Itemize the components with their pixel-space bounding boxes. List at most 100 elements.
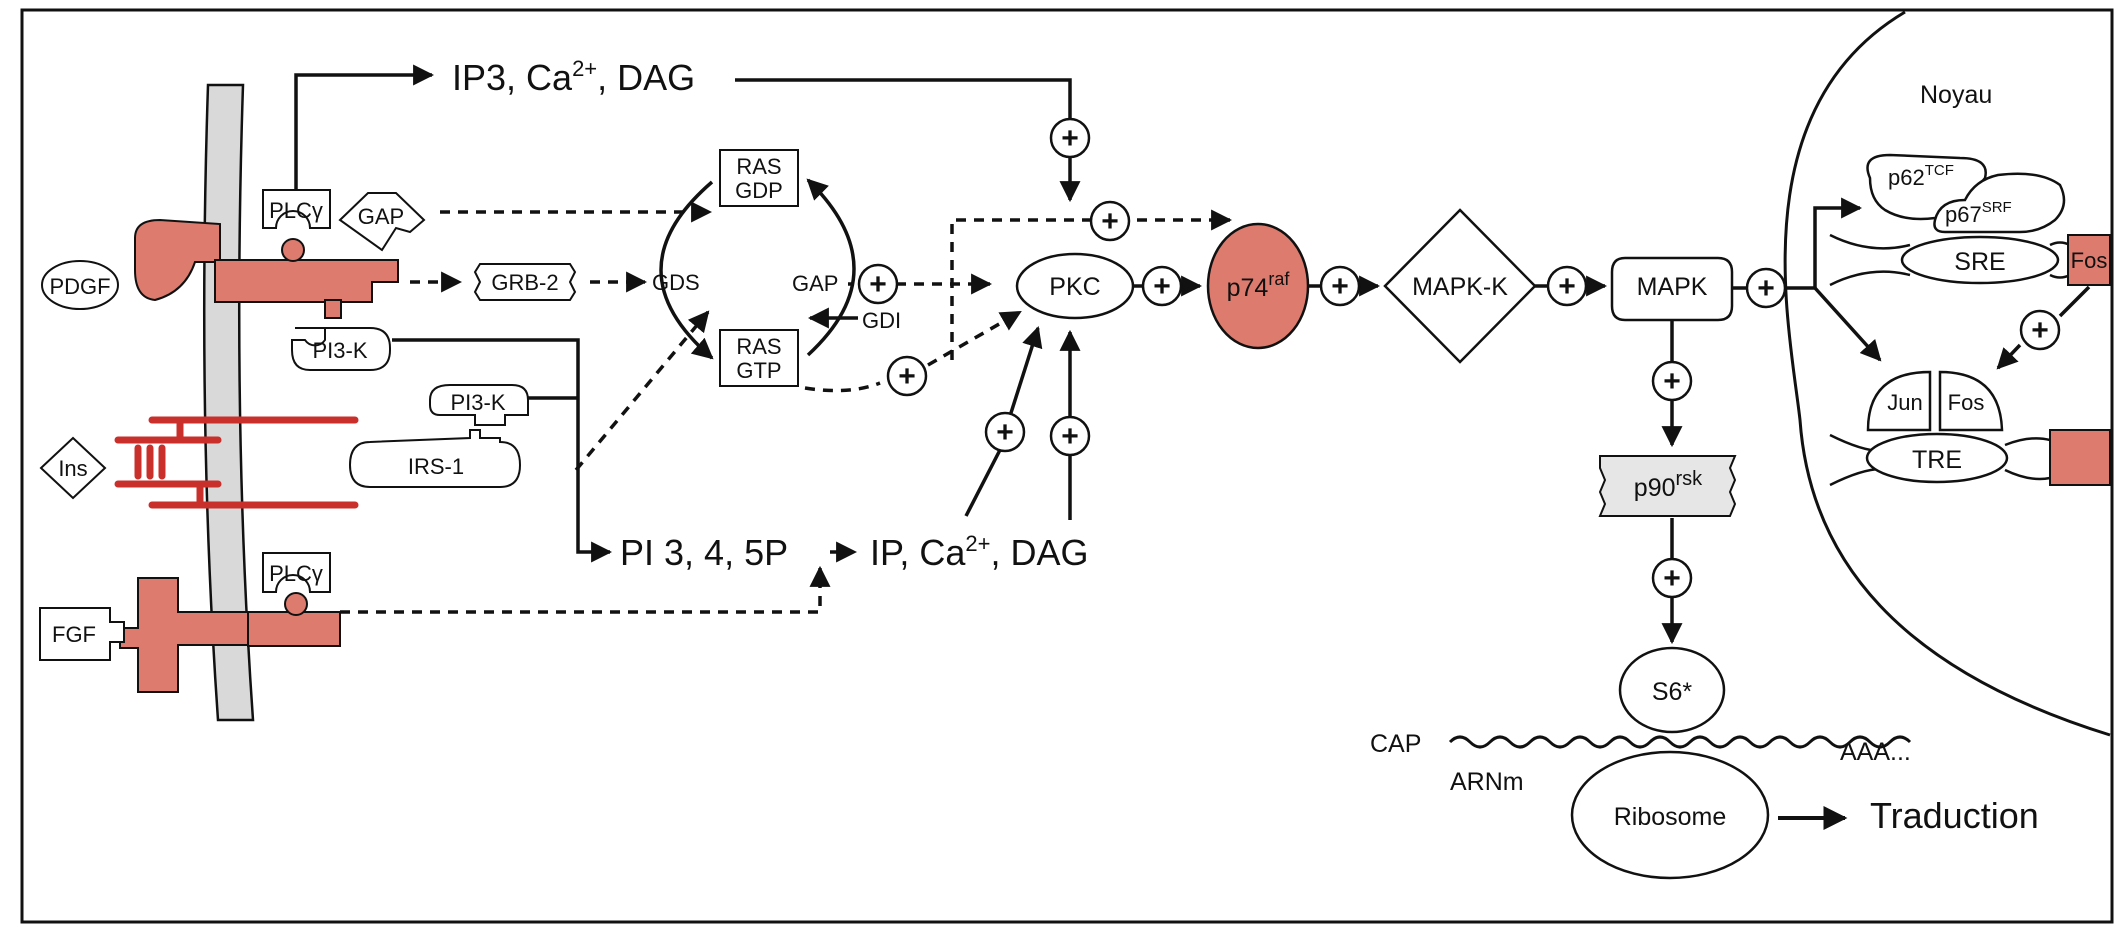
ras-gdp-label-ras: RAS (736, 154, 781, 179)
grb2-label: GRB-2 (491, 270, 558, 295)
svg-text:+: + (1757, 272, 1775, 305)
plus-ip3: + (1049, 117, 1091, 159)
irs1-label: IRS-1 (408, 454, 464, 479)
ras-gdp-label-gdp: GDP (735, 178, 783, 203)
pi345p-label: PI 3, 4, 5P (620, 532, 788, 573)
cap-label: CAP (1370, 730, 1421, 758)
plus-fos-gene: + (2019, 309, 2061, 351)
svg-text:+: + (1663, 365, 1681, 398)
nucleus-boundary (1783, 10, 2111, 737)
nucleus-title: Noyau (1920, 81, 1992, 109)
mapkk-label: MAPK-K (1412, 273, 1508, 301)
plus-raf-mapkk: + (1319, 265, 1361, 307)
rsk-label: p90rsk (1634, 468, 1703, 502)
tre-element (1865, 432, 2009, 484)
svg-text:+: + (898, 360, 916, 393)
svg-text:+: + (1061, 420, 1079, 453)
gap-cycle-label: GAP (792, 271, 838, 296)
ras-gdp (719, 149, 799, 207)
fos (1938, 370, 2004, 432)
plus-raf-dashed: + (1089, 200, 1131, 242)
sre-dna-left (1829, 233, 1911, 287)
arrow-plcg-bottom-to-ip (340, 565, 831, 614)
arrow-plus-to-pkc (927, 310, 1022, 367)
plcg-top-label: PLCγ (269, 198, 323, 223)
svg-text:+: + (1061, 122, 1079, 155)
plus-rsk-s6: + (1651, 557, 1693, 599)
jun-label: Jun (1887, 390, 1922, 415)
s6-label: S6* (1652, 678, 1693, 706)
srf-label: p67SRF (1945, 199, 2012, 227)
arrow-mapk-to-jun-fos (1813, 286, 1882, 362)
pi3k-top-label: PI3-K (312, 338, 367, 363)
arrow-ip-to-pkc (1008, 325, 1043, 417)
plus-mapk-nucleus: + (1745, 267, 1787, 309)
insulin-receptor (114, 416, 359, 509)
line-rasgtp-to-raf (950, 218, 1095, 360)
ras-gtp-label-ras: RAS (736, 334, 781, 359)
svg-text:+: + (869, 268, 887, 301)
arrow-gdp-to-gtp (659, 180, 714, 360)
svg-text:+: + (1331, 270, 1349, 303)
fos-gene (2067, 234, 2111, 286)
sre-element (1900, 235, 2060, 285)
plus-indicators: + + + + + + + + + + + + + (857, 117, 2061, 599)
svg-text:+: + (1558, 270, 1576, 303)
mapk (1610, 256, 1734, 322)
plcg-bottom (262, 552, 331, 593)
p90-rsk (1598, 455, 1737, 517)
fgf-label: FGF (52, 622, 96, 647)
arnm-label: ARNm (1450, 768, 1524, 796)
arrow-plcg-to-ip3 (294, 64, 435, 190)
plus-pkc-raf: + (1141, 265, 1183, 307)
irs1 (348, 429, 522, 488)
traduction-label: Traduction (1870, 795, 2039, 836)
arrow-plus-to-fos (1996, 343, 2022, 370)
arrow-gtp-to-gdp (806, 178, 856, 357)
fgf-ligand (39, 607, 125, 661)
ribosome-label: Ribosome (1614, 803, 1727, 831)
arrow-pi3k-to-pi345p (392, 338, 613, 563)
line-ip-to-plus (964, 447, 1003, 517)
svg-text:+: + (1663, 562, 1681, 595)
plus-mapkk-mapk: + (1546, 265, 1588, 307)
pdgf-receptor-cytoplasmic (214, 259, 399, 303)
ins-label: Ins (58, 456, 87, 481)
ip3-messenger: IP3, Ca2+, DAG (452, 56, 695, 98)
aaa-label: AAA... (1840, 738, 1911, 766)
plcg-top (262, 189, 331, 229)
svg-text:+: + (1101, 205, 1119, 238)
line-fos-gene-plus (2058, 285, 2091, 318)
p67-srf (1933, 172, 2066, 234)
tre-dna-right (2004, 437, 2051, 481)
svg-text:+: + (1153, 270, 1171, 303)
svg-text:+: + (996, 416, 1014, 449)
fgf-receptor-phosphosite (284, 592, 308, 616)
pdgf-receptor-ectodomain (134, 218, 221, 302)
pdgf-receptor-tail (324, 299, 342, 319)
fos-label: Fos (1948, 390, 1985, 415)
arrow-mapk-to-tcf (1785, 197, 1863, 290)
s6 (1618, 646, 1726, 734)
plus-gap: + (857, 263, 899, 305)
ras-gtp (719, 329, 799, 387)
plus-rasgtp: + (886, 355, 928, 397)
ras-gtp-label-gtp: GTP (736, 358, 781, 383)
ip-messenger: IP, Ca2+, DAG (870, 531, 1089, 573)
gap-top-label: GAP (358, 204, 404, 229)
plus-mapk-rsk: + (1651, 360, 1693, 402)
pi3k-irs-label: PI3-K (450, 390, 505, 415)
line-rasgtp-plus (804, 381, 881, 393)
mapk-k (1383, 208, 1537, 364)
arrow-pi3k-to-gds (574, 310, 710, 472)
jun (1866, 370, 1932, 432)
svg-text:+: + (2031, 314, 2049, 347)
tcf-label: p62TCF (1888, 162, 1954, 190)
gap-receptor-bound (338, 192, 426, 252)
plus-ip-left: + (984, 411, 1026, 453)
fos-gene-label: Fos (2071, 248, 2108, 273)
pi3k-irs (429, 384, 529, 426)
plcg-bottom-label: PLCγ (269, 561, 323, 586)
ribosome (1570, 750, 1770, 880)
gdi-label: GDI (862, 308, 901, 333)
